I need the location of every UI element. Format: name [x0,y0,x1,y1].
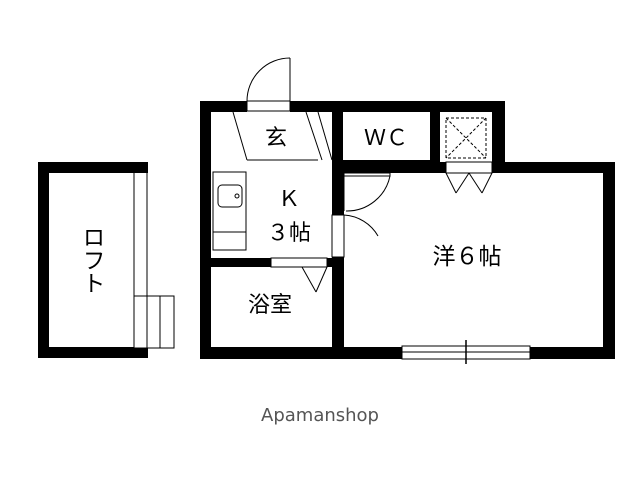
closet [445,117,487,159]
entrance-door [246,57,291,112]
bath-label: 浴室 [248,293,292,318]
window [401,340,531,364]
kitchen-size-label: ３帖 [267,221,311,246]
kitchen-label: Ｋ [278,187,300,212]
loft-label: ロフト [78,226,104,295]
kitchen-sink [212,171,247,251]
wc-label: ＷＣ [364,126,408,151]
bath-door [270,257,328,293]
room-door [331,214,379,258]
genkan-label: 玄 [265,126,287,151]
loft-wall-left [38,162,49,358]
genkan-step [232,111,333,161]
loft-wall-bottom [38,347,148,358]
loft: ロフト [38,162,175,358]
wc-door [343,172,391,212]
closet-doors [445,161,493,194]
loft-ladder [133,295,175,349]
loft-wall-top [38,162,148,173]
watermark-logo: Apamanshop [261,405,379,426]
western-room-label: 洋６帖 [433,244,502,270]
